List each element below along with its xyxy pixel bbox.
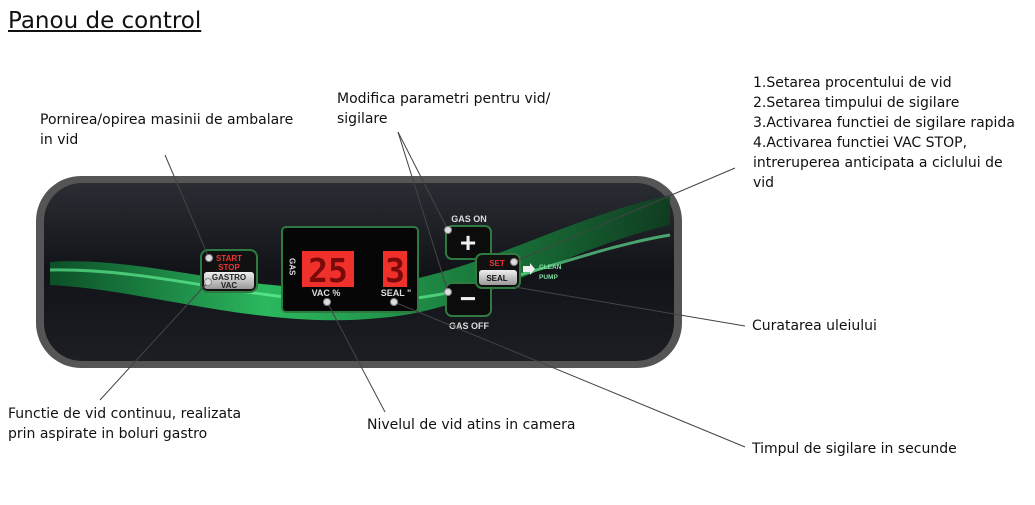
clean-label: CLEAN — [539, 264, 562, 271]
leader-dots — [204, 226, 518, 306]
stop-label: STOP — [218, 263, 240, 272]
annotation-line: 2.Setarea timpului de sigilare — [753, 95, 960, 111]
annotation-line: 1.Setarea procentului de vid — [753, 75, 952, 91]
annotation-modify: Modifica parametri pentru vid/ sigilare — [337, 89, 550, 129]
seal-seconds-value: 3 — [385, 251, 405, 290]
vac-label: VAC — [221, 281, 238, 290]
leader-lines — [99, 131, 746, 448]
annotation-line: sigilare — [337, 111, 388, 127]
annotation-clean: Curatarea uleiului — [752, 318, 877, 334]
vac-percent-label: VAC % — [312, 288, 341, 298]
annotation-gastro: Functie de vid continuu, realizata prin … — [8, 404, 241, 444]
annotation-line: 4.Activarea functiei VAC STOP, — [753, 135, 968, 151]
page-title: Panou de control — [8, 8, 202, 34]
annotation-line: intreruperea anticipata a ciclului de — [753, 155, 1003, 171]
minus-icon: − — [460, 283, 476, 314]
minus-button[interactable]: − — [445, 282, 492, 317]
start-label: START — [216, 254, 242, 263]
annotation-line: prin aspirate in boluri gastro — [8, 426, 208, 442]
annotation-line: in vid — [40, 132, 79, 148]
gastro-label: GASTRO — [212, 273, 246, 282]
vac-percent-value: 25 — [308, 251, 348, 290]
annotation-start-stop: Pornirea/opirea masinii de ambalare in v… — [40, 110, 293, 150]
seal-label: SEAL " — [381, 288, 412, 298]
seal-button-label: SEAL — [486, 274, 507, 283]
arrow-icon — [523, 263, 535, 275]
set-label: SET — [489, 259, 505, 268]
gas-on-label: GAS ON — [451, 214, 487, 224]
set-seal-button[interactable]: SET SEAL — [475, 253, 521, 289]
plus-button[interactable]: + — [445, 225, 492, 260]
gas-label: GAS — [288, 258, 297, 276]
annotation-set-functions: 1.Setarea procentului de vid 2.Setarea t… — [753, 73, 1015, 193]
annotation-seal-time: Timpul de sigilare in secunde — [752, 441, 957, 457]
annotation-line: 3.Activarea functiei de sigilare rapida — [753, 115, 1015, 131]
annotation-vac-level: Nivelul de vid atins in camera — [367, 417, 576, 433]
annotation-line: Functie de vid continuu, realizata — [8, 406, 242, 422]
plus-icon: + — [460, 227, 476, 258]
start-stop-gastro-button[interactable]: START STOP GASTRO VAC — [200, 249, 258, 293]
annotation-line: vid — [753, 175, 775, 191]
annotation-line: Pornirea/opirea masinii de ambalare — [40, 112, 294, 128]
pump-label: PUMP — [539, 274, 558, 281]
gas-off-label: GAS OFF — [449, 321, 490, 331]
annotation-line: Modifica parametri pentru vid/ — [337, 91, 551, 107]
display: GAS 25 3 VAC % SEAL " — [281, 226, 419, 313]
